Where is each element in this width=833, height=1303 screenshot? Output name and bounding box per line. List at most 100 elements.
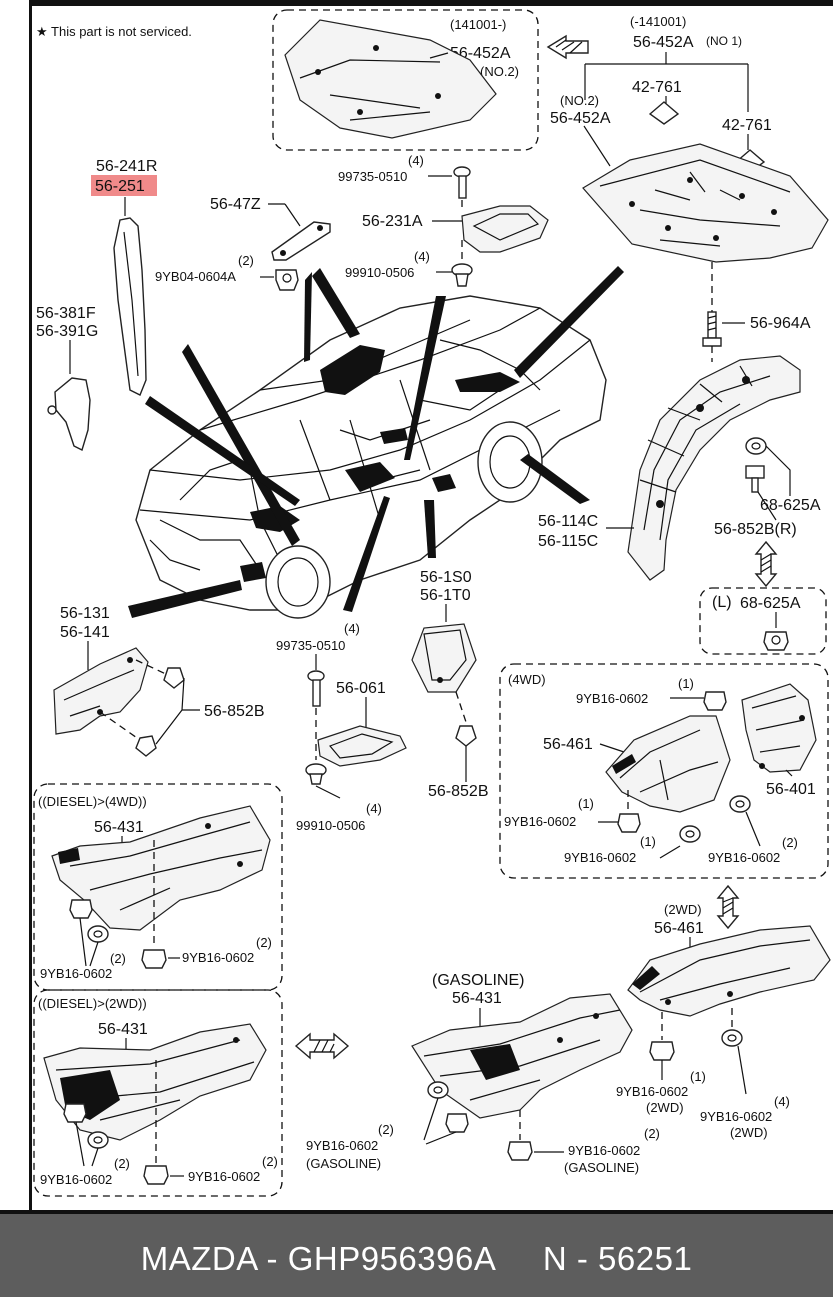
label-9YB16-0602-k[interactable]: 9YB16-0602 bbox=[306, 1138, 378, 1153]
nut-9YB04-0604A[interactable] bbox=[275, 269, 299, 291]
not-serviced-note: ★ This part is not serviced. bbox=[36, 24, 192, 39]
nut-9YB16-0602-b[interactable] bbox=[617, 813, 641, 833]
qty-4-d: (4) bbox=[366, 801, 382, 816]
washer-68-625A-r[interactable] bbox=[745, 437, 767, 455]
label-42-761-a[interactable]: 42-761 bbox=[632, 79, 682, 96]
label-9YB16-0602-j[interactable]: 9YB16-0602 bbox=[188, 1169, 260, 1184]
label-56-061[interactable]: 56-061 bbox=[336, 680, 386, 697]
under-cover-no2-small[interactable] bbox=[284, 19, 497, 139]
label-9YB16-0602-c[interactable]: 9YB16-0602 bbox=[564, 850, 636, 865]
group-box-141001-after bbox=[272, 9, 539, 151]
clip-56-852B-a1[interactable] bbox=[163, 667, 185, 689]
label-56-852B-R[interactable]: 56-852B(R) bbox=[714, 521, 797, 538]
washer-9YB16-0602-h[interactable] bbox=[721, 1029, 743, 1047]
heat-shield-56-431-gasoline[interactable] bbox=[411, 993, 633, 1119]
heat-shield-56-461-4wd[interactable] bbox=[605, 715, 731, 813]
bolt-56-852B-r[interactable] bbox=[745, 465, 765, 493]
nut-9YB16-0602-g[interactable] bbox=[649, 1041, 675, 1061]
bolt-56-964A[interactable] bbox=[702, 311, 722, 347]
label-9YB16-0602-a[interactable]: 9YB16-0602 bbox=[576, 691, 648, 706]
label-56-461-a[interactable]: 56-461 bbox=[543, 736, 593, 753]
label-56-251[interactable]: 56-251 bbox=[95, 178, 145, 195]
nut-9YB16-0602-l[interactable] bbox=[507, 1141, 533, 1161]
washer-9YB16-0602-g2[interactable] bbox=[87, 1131, 109, 1149]
label-56-431-b[interactable]: 56-431 bbox=[98, 1021, 148, 1038]
washer-9YB16-0602-e2[interactable] bbox=[87, 925, 109, 943]
label-56-391G[interactable]: 56-391G bbox=[36, 323, 98, 340]
washer-9YB16-0602-c[interactable] bbox=[679, 825, 701, 843]
washer-9YB16-0602-k1[interactable] bbox=[427, 1081, 449, 1099]
cover-56-381F[interactable] bbox=[47, 377, 91, 451]
label-56-852B-b[interactable]: 56-852B bbox=[428, 783, 489, 800]
label-99735-0510-b[interactable]: 99735-0510 bbox=[276, 638, 345, 653]
insulator-56-1S0[interactable] bbox=[411, 623, 477, 693]
label-99735-0510-a[interactable]: 99735-0510 bbox=[338, 169, 407, 184]
label-56-381F[interactable]: 56-381F bbox=[36, 305, 96, 322]
mudguard-56-114C[interactable] bbox=[627, 355, 801, 581]
heat-shield-56-461-2wd[interactable] bbox=[627, 925, 831, 1017]
nut-9YB16-0602-k2[interactable] bbox=[445, 1113, 469, 1133]
nut-68-625A-l[interactable] bbox=[763, 631, 789, 651]
qty-2-a: (2) bbox=[238, 253, 254, 268]
label-68-625A-l[interactable]: 68-625A bbox=[740, 595, 801, 612]
clip-99910-0506-b[interactable] bbox=[305, 763, 327, 785]
label-42-761-b[interactable]: 42-761 bbox=[722, 117, 772, 134]
label-9YB16-0602-l[interactable]: 9YB16-0602 bbox=[568, 1143, 640, 1158]
label-9YB16-0602-e[interactable]: 9YB16-0602 bbox=[40, 966, 112, 981]
label-56-131[interactable]: 56-131 bbox=[60, 605, 110, 622]
pad-42-761-a[interactable] bbox=[648, 101, 680, 125]
nut-9YB16-0602-f[interactable] bbox=[141, 949, 167, 969]
label-56-461-b[interactable]: 56-461 bbox=[654, 920, 704, 937]
washer-9YB16-0602-d[interactable] bbox=[729, 795, 751, 813]
pad-56-231A[interactable] bbox=[461, 205, 549, 253]
label-56-1T0[interactable]: 56-1T0 bbox=[420, 587, 471, 604]
under-cover-no1[interactable] bbox=[582, 143, 829, 263]
label-9YB16-0602-b[interactable]: 9YB16-0602 bbox=[504, 814, 576, 829]
nut-9YB16-0602-j[interactable] bbox=[143, 1165, 169, 1185]
label-diesel-2wd: ((DIESEL)>(2WD)) bbox=[38, 996, 147, 1011]
footer-bar: MAZDA - GHP956396A N - 56251 bbox=[0, 1210, 833, 1297]
label-56-401[interactable]: 56-401 bbox=[766, 781, 816, 798]
seal-56-251[interactable] bbox=[113, 217, 147, 396]
qty-2-f: (2) bbox=[262, 1154, 278, 1169]
label-56-431-a[interactable]: 56-431 bbox=[94, 819, 144, 836]
label-99910-0506-b[interactable]: 99910-0506 bbox=[296, 818, 365, 833]
label-56-47Z[interactable]: 56-47Z bbox=[210, 196, 261, 213]
label-56-431-c[interactable]: 56-431 bbox=[452, 990, 502, 1007]
nut-9YB16-0602-e1[interactable] bbox=[69, 899, 93, 919]
heat-shield-56-431-diesel-2wd[interactable] bbox=[43, 1023, 267, 1141]
nut-9YB16-0602-a[interactable] bbox=[703, 691, 727, 711]
nut-9YB16-0602-g1[interactable] bbox=[63, 1103, 87, 1123]
label-9YB16-0602-g[interactable]: 9YB16-0602 bbox=[616, 1084, 688, 1099]
left-border bbox=[29, 0, 32, 1210]
label-56-141[interactable]: 56-141 bbox=[60, 624, 110, 641]
label-56-852B-a[interactable]: 56-852B bbox=[204, 703, 265, 720]
label-9YB16-0602-d[interactable]: 9YB16-0602 bbox=[708, 850, 780, 865]
screw-99735-0510-b[interactable] bbox=[307, 670, 325, 707]
label-56-115C[interactable]: 56-115C bbox=[538, 533, 598, 550]
label-56-1S0[interactable]: 56-1S0 bbox=[420, 569, 472, 586]
clip-99910-0506-a[interactable] bbox=[451, 263, 473, 287]
label-141001-after: (141001-) bbox=[450, 17, 506, 32]
qty-1-b: (1) bbox=[578, 796, 594, 811]
label-68-625A-r[interactable]: 68-625A bbox=[760, 497, 821, 514]
label-9YB04-0604A[interactable]: 9YB04-0604A bbox=[155, 269, 236, 284]
label-9YB16-0602-h[interactable]: 9YB16-0602 bbox=[700, 1109, 772, 1124]
heat-shield-56-401[interactable] bbox=[741, 683, 817, 773]
label-56-231A[interactable]: 56-231A bbox=[362, 213, 423, 230]
label-56-964A[interactable]: 56-964A bbox=[750, 315, 811, 332]
label-99910-0506-a[interactable]: 99910-0506 bbox=[345, 265, 414, 280]
label-56-452A-no1[interactable]: 56-452A bbox=[633, 34, 694, 51]
label-9YB16-0602-i[interactable]: 9YB16-0602 bbox=[40, 1172, 112, 1187]
label-56-114C[interactable]: 56-114C bbox=[538, 513, 598, 530]
clip-56-852B-b[interactable] bbox=[455, 725, 477, 747]
heat-shield-56-431-diesel-4wd[interactable] bbox=[51, 805, 271, 931]
screw-99735-0510-a[interactable] bbox=[453, 166, 471, 199]
label-56-452A-no2-mid[interactable]: 56-452A bbox=[550, 110, 611, 127]
label-9YB16-0602-f[interactable]: 9YB16-0602 bbox=[182, 950, 254, 965]
bracket-56-47Z[interactable] bbox=[271, 221, 331, 261]
insulator-56-131[interactable] bbox=[53, 647, 149, 735]
clip-56-852B-a2[interactable] bbox=[135, 735, 157, 757]
label-56-241R[interactable]: 56-241R bbox=[96, 158, 157, 175]
pad-56-061[interactable] bbox=[317, 725, 407, 767]
